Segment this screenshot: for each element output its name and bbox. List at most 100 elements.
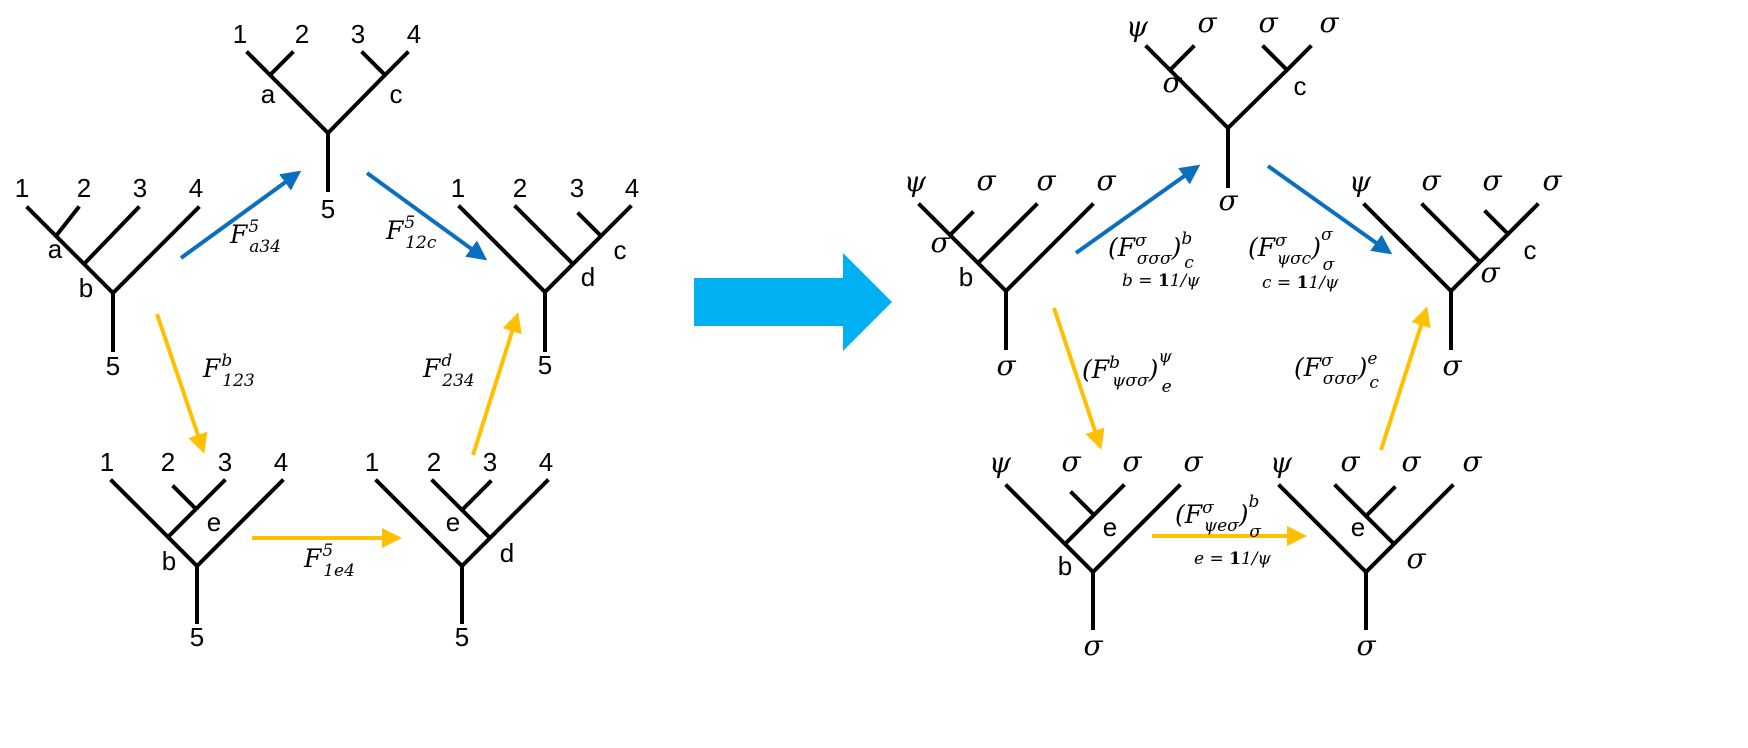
left-tree-upper-right: 1 2 3 4 c d 5	[451, 173, 639, 380]
edge-label: c	[1294, 71, 1307, 101]
edge-label: c	[614, 235, 627, 265]
left-pentagon: 1 2 3 4 a c 5 1 2 3 4 a b 5 1 2 3 4 c d	[15, 19, 639, 652]
leaf-label: σ	[1197, 6, 1217, 39]
right-tree-upper-right: ψ σ σ σ c σ σ	[1349, 164, 1562, 382]
root-label: 5	[538, 350, 552, 380]
leaf-label: σ	[1096, 164, 1116, 197]
leaf-label: 4	[274, 447, 288, 477]
leaf-label: ψ	[1349, 165, 1372, 198]
leaf-label: 2	[295, 19, 309, 49]
edge-label: e	[1103, 512, 1117, 542]
right-tree-lower-right: ψ σ σ σ e σ σ	[1270, 445, 1482, 662]
leaf-label: σ	[1122, 445, 1142, 478]
arrow-yellow-2	[1379, 306, 1431, 451]
right-tree-upper-left: ψ σ σ σ σ b σ	[904, 164, 1116, 382]
edge-label: d	[500, 538, 514, 568]
leaf-label: 1	[233, 19, 247, 49]
leaf-label: 1	[365, 447, 379, 477]
leaf-label: σ	[1036, 164, 1056, 197]
edge-label: a	[48, 234, 63, 264]
leaf-label: σ	[1340, 445, 1360, 478]
edge-label: b	[959, 262, 973, 292]
leaf-label: 4	[189, 173, 203, 203]
leaf-label: σ	[1462, 445, 1482, 478]
edge-label: e	[446, 507, 460, 537]
left-tree-lower-right: 1 2 3 4 e d 5	[365, 447, 553, 652]
left-tree-upper-left: 1 2 3 4 a b 5	[15, 173, 203, 381]
leaf-label: 2	[77, 173, 91, 203]
root-label: σ	[1356, 629, 1376, 662]
right-pentagon: ψ σ σ σ σ c σ ψ σ σ σ σ b σ ψ σ σ σ c σ	[904, 6, 1562, 662]
leaf-label: 3	[483, 447, 497, 477]
move-note: e = 11/ψ	[1194, 549, 1272, 569]
leaf-label: ψ	[989, 446, 1012, 479]
left-tree-top: 1 2 3 4 a c 5	[233, 19, 421, 224]
leaf-label: σ	[1258, 6, 1278, 39]
leaf-label: σ	[1421, 164, 1441, 197]
arrow-yellow-1	[1052, 307, 1105, 450]
arrow-yellow-2	[471, 312, 522, 456]
root-label: 5	[106, 351, 120, 381]
leaf-label: σ	[1319, 6, 1339, 39]
leaf-label: 4	[407, 19, 421, 49]
leaf-label: 3	[351, 19, 365, 49]
leaf-label: 2	[161, 447, 175, 477]
leaf-label: ψ	[904, 165, 927, 198]
edge-label: e	[1351, 512, 1365, 542]
leaf-label: ψ	[1270, 446, 1293, 479]
leaf-label: 2	[513, 173, 527, 203]
leaf-label: σ	[976, 164, 996, 197]
edge-label: c	[1524, 235, 1537, 265]
arrow-blue-1	[179, 170, 302, 260]
leaf-label: 2	[427, 447, 441, 477]
root-label: 5	[321, 194, 335, 224]
leaf-label: 3	[218, 447, 232, 477]
leaf-label: 4	[539, 447, 553, 477]
leaf-label: σ	[1061, 445, 1081, 478]
edge-label: σ	[1406, 542, 1426, 575]
root-label: σ	[1442, 349, 1462, 382]
edge-label: c	[390, 79, 403, 109]
leaf-label: 1	[15, 173, 29, 203]
leaf-label: σ	[1401, 445, 1421, 478]
edge-label: σ	[1162, 66, 1182, 99]
edge-label: b	[79, 273, 93, 303]
leaf-label: 4	[625, 173, 639, 203]
big-transition-arrow	[694, 253, 892, 351]
leaf-label: σ	[1183, 445, 1203, 478]
edge-label: σ	[1480, 256, 1500, 289]
arrow-blue-2	[365, 171, 488, 261]
move-note: c = 11/ψ	[1262, 273, 1339, 293]
leaf-label: 3	[570, 173, 584, 203]
root-label: 5	[455, 622, 469, 652]
root-label: σ	[1218, 184, 1238, 217]
arrow-yellow-1	[155, 313, 208, 454]
leaf-label: 1	[451, 173, 465, 203]
leaf-label: ψ	[1126, 10, 1149, 43]
leaf-label: σ	[1482, 164, 1502, 197]
edge-label: σ	[930, 226, 950, 259]
edge-label: a	[261, 79, 276, 109]
move-note: b = 11/ψ	[1122, 271, 1200, 291]
arrow-blue-1	[1074, 164, 1201, 255]
root-label: 5	[190, 622, 204, 652]
edge-label: d	[581, 262, 595, 292]
left-tree-lower-left: 1 2 3 4 e b 5	[100, 447, 288, 652]
root-label: σ	[1083, 629, 1103, 662]
arrow-blue-2	[1266, 164, 1393, 255]
leaf-label: 3	[133, 173, 147, 203]
right-tree-lower-left: ψ σ σ σ e b σ	[989, 445, 1203, 662]
edge-label: e	[207, 507, 221, 537]
edge-label: b	[162, 546, 176, 576]
